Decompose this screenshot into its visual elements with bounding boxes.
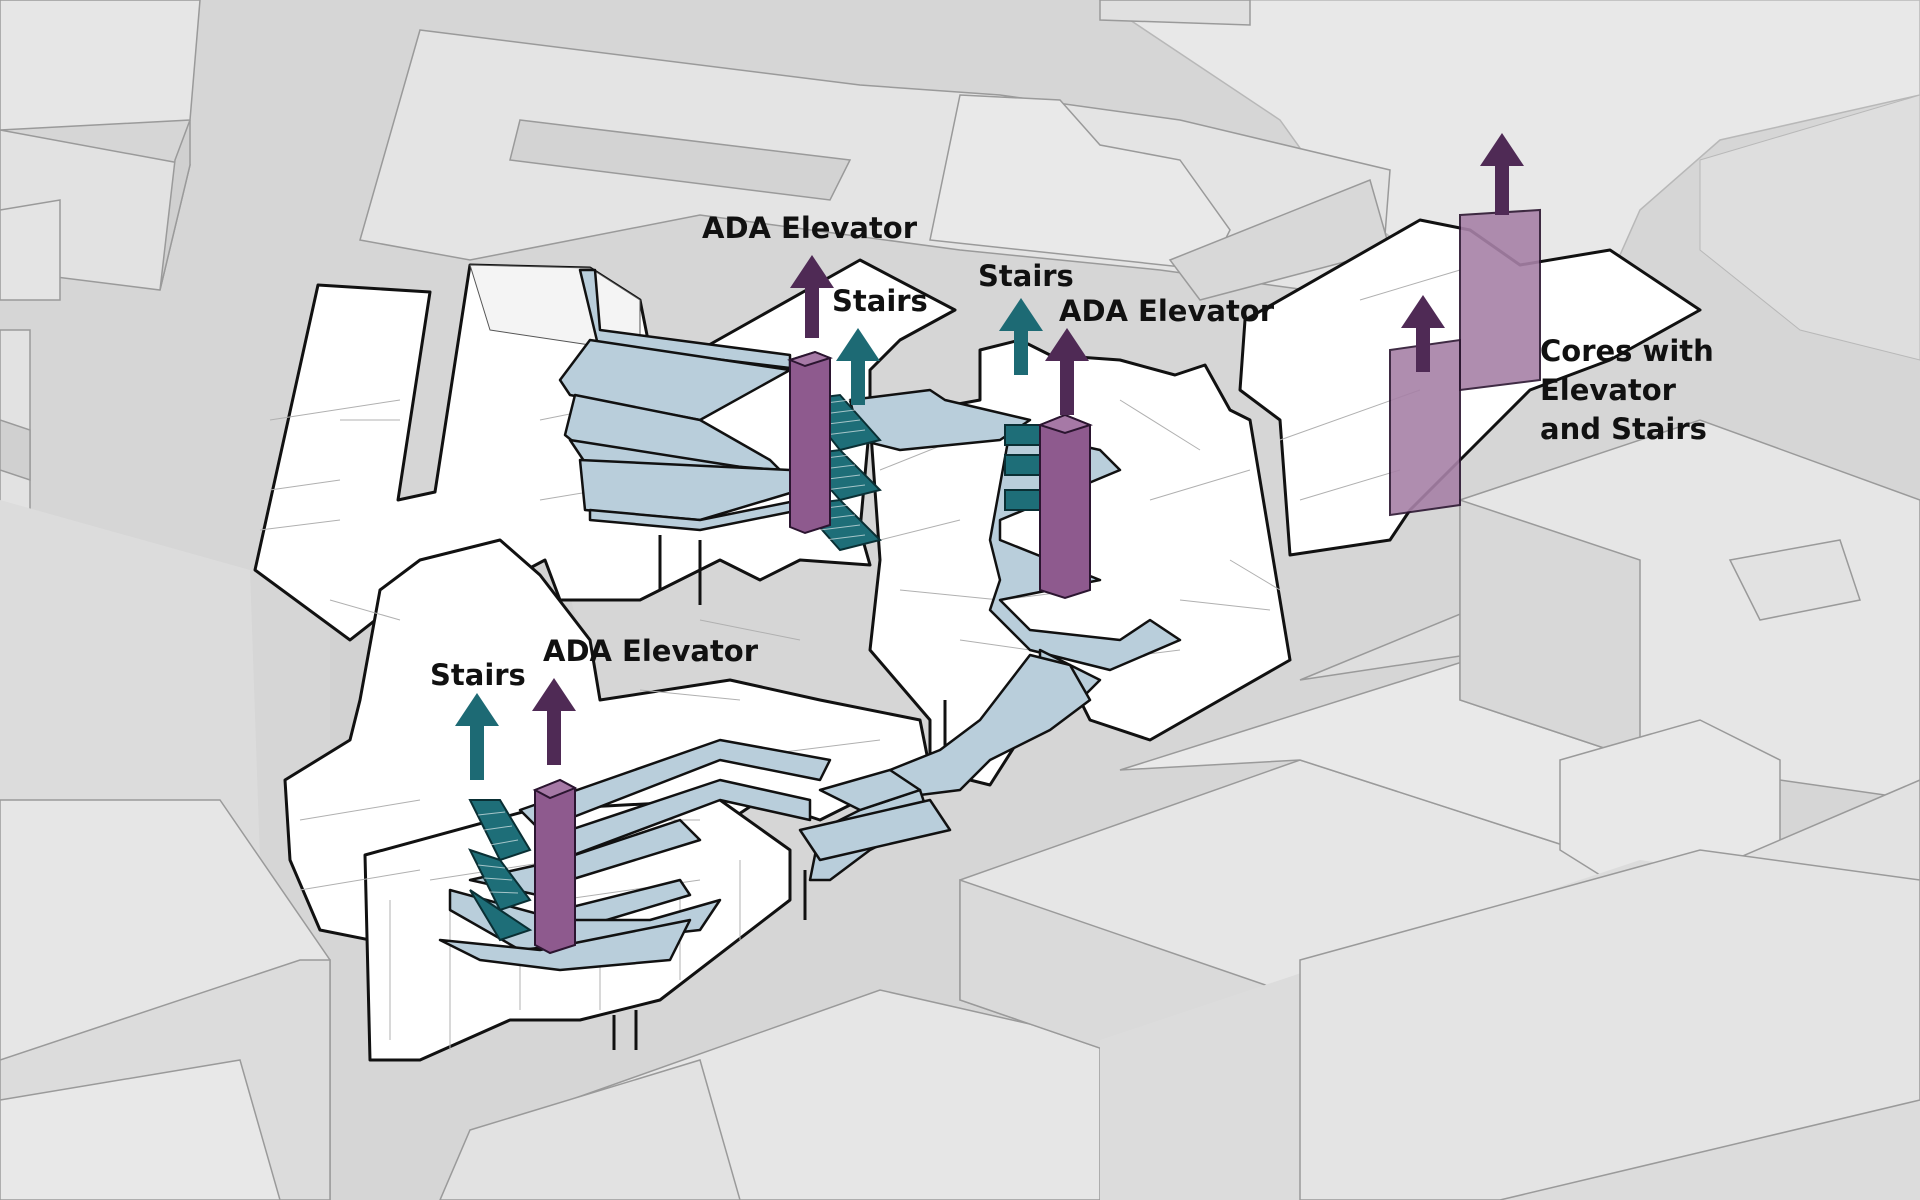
label-center-stairs: Stairs [832, 284, 928, 318]
label-right-stairs: Stairs [978, 259, 1074, 293]
label-right-elevator: ADA Elevator [1059, 294, 1275, 328]
label-cores-line1: Cores with [1540, 334, 1714, 368]
elevator-core [1389, 338, 1461, 517]
arrow-up-icon [532, 678, 576, 765]
label-bottom-elevator: ADA Elevator [543, 634, 759, 668]
bridge [818, 768, 922, 812]
elevator-core [789, 350, 831, 535]
context-building [1100, 419, 1920, 1200]
label-cores-line2: Elevator [1540, 373, 1677, 407]
label-center-elevator: ADA Elevator [702, 211, 918, 245]
arrow-up-icon [1480, 133, 1524, 215]
walkway [578, 458, 802, 522]
stair-flight [1004, 489, 1041, 511]
arrows [455, 133, 1524, 780]
arrow-up-icon [455, 693, 499, 780]
elevator-core [534, 778, 576, 955]
elevator-core [1459, 208, 1541, 392]
bridge [878, 653, 1092, 802]
arrow-up-icon [790, 255, 834, 338]
elevator-cores [532, 208, 1541, 955]
arrow-up-icon [836, 328, 880, 405]
stair-flight [1004, 424, 1041, 446]
context-building [0, 799, 331, 1200]
label-bottom-stairs: Stairs [430, 658, 526, 692]
bridge [798, 798, 952, 862]
arrow-up-icon [1401, 295, 1445, 372]
labels: ADA Elevator Stairs Stairs ADA Elevator … [430, 211, 1714, 692]
arrow-up-icon [999, 298, 1043, 375]
context-building [0, 0, 201, 511]
stair-flight [468, 799, 532, 862]
label-cores-line3: and Stairs [1540, 412, 1707, 446]
context-building [359, 0, 1391, 301]
arrow-up-icon [1045, 328, 1089, 415]
stair-flight [469, 889, 533, 942]
stair-flight [1004, 454, 1041, 476]
elevator-core [1039, 413, 1091, 600]
stair-flight [468, 848, 532, 912]
